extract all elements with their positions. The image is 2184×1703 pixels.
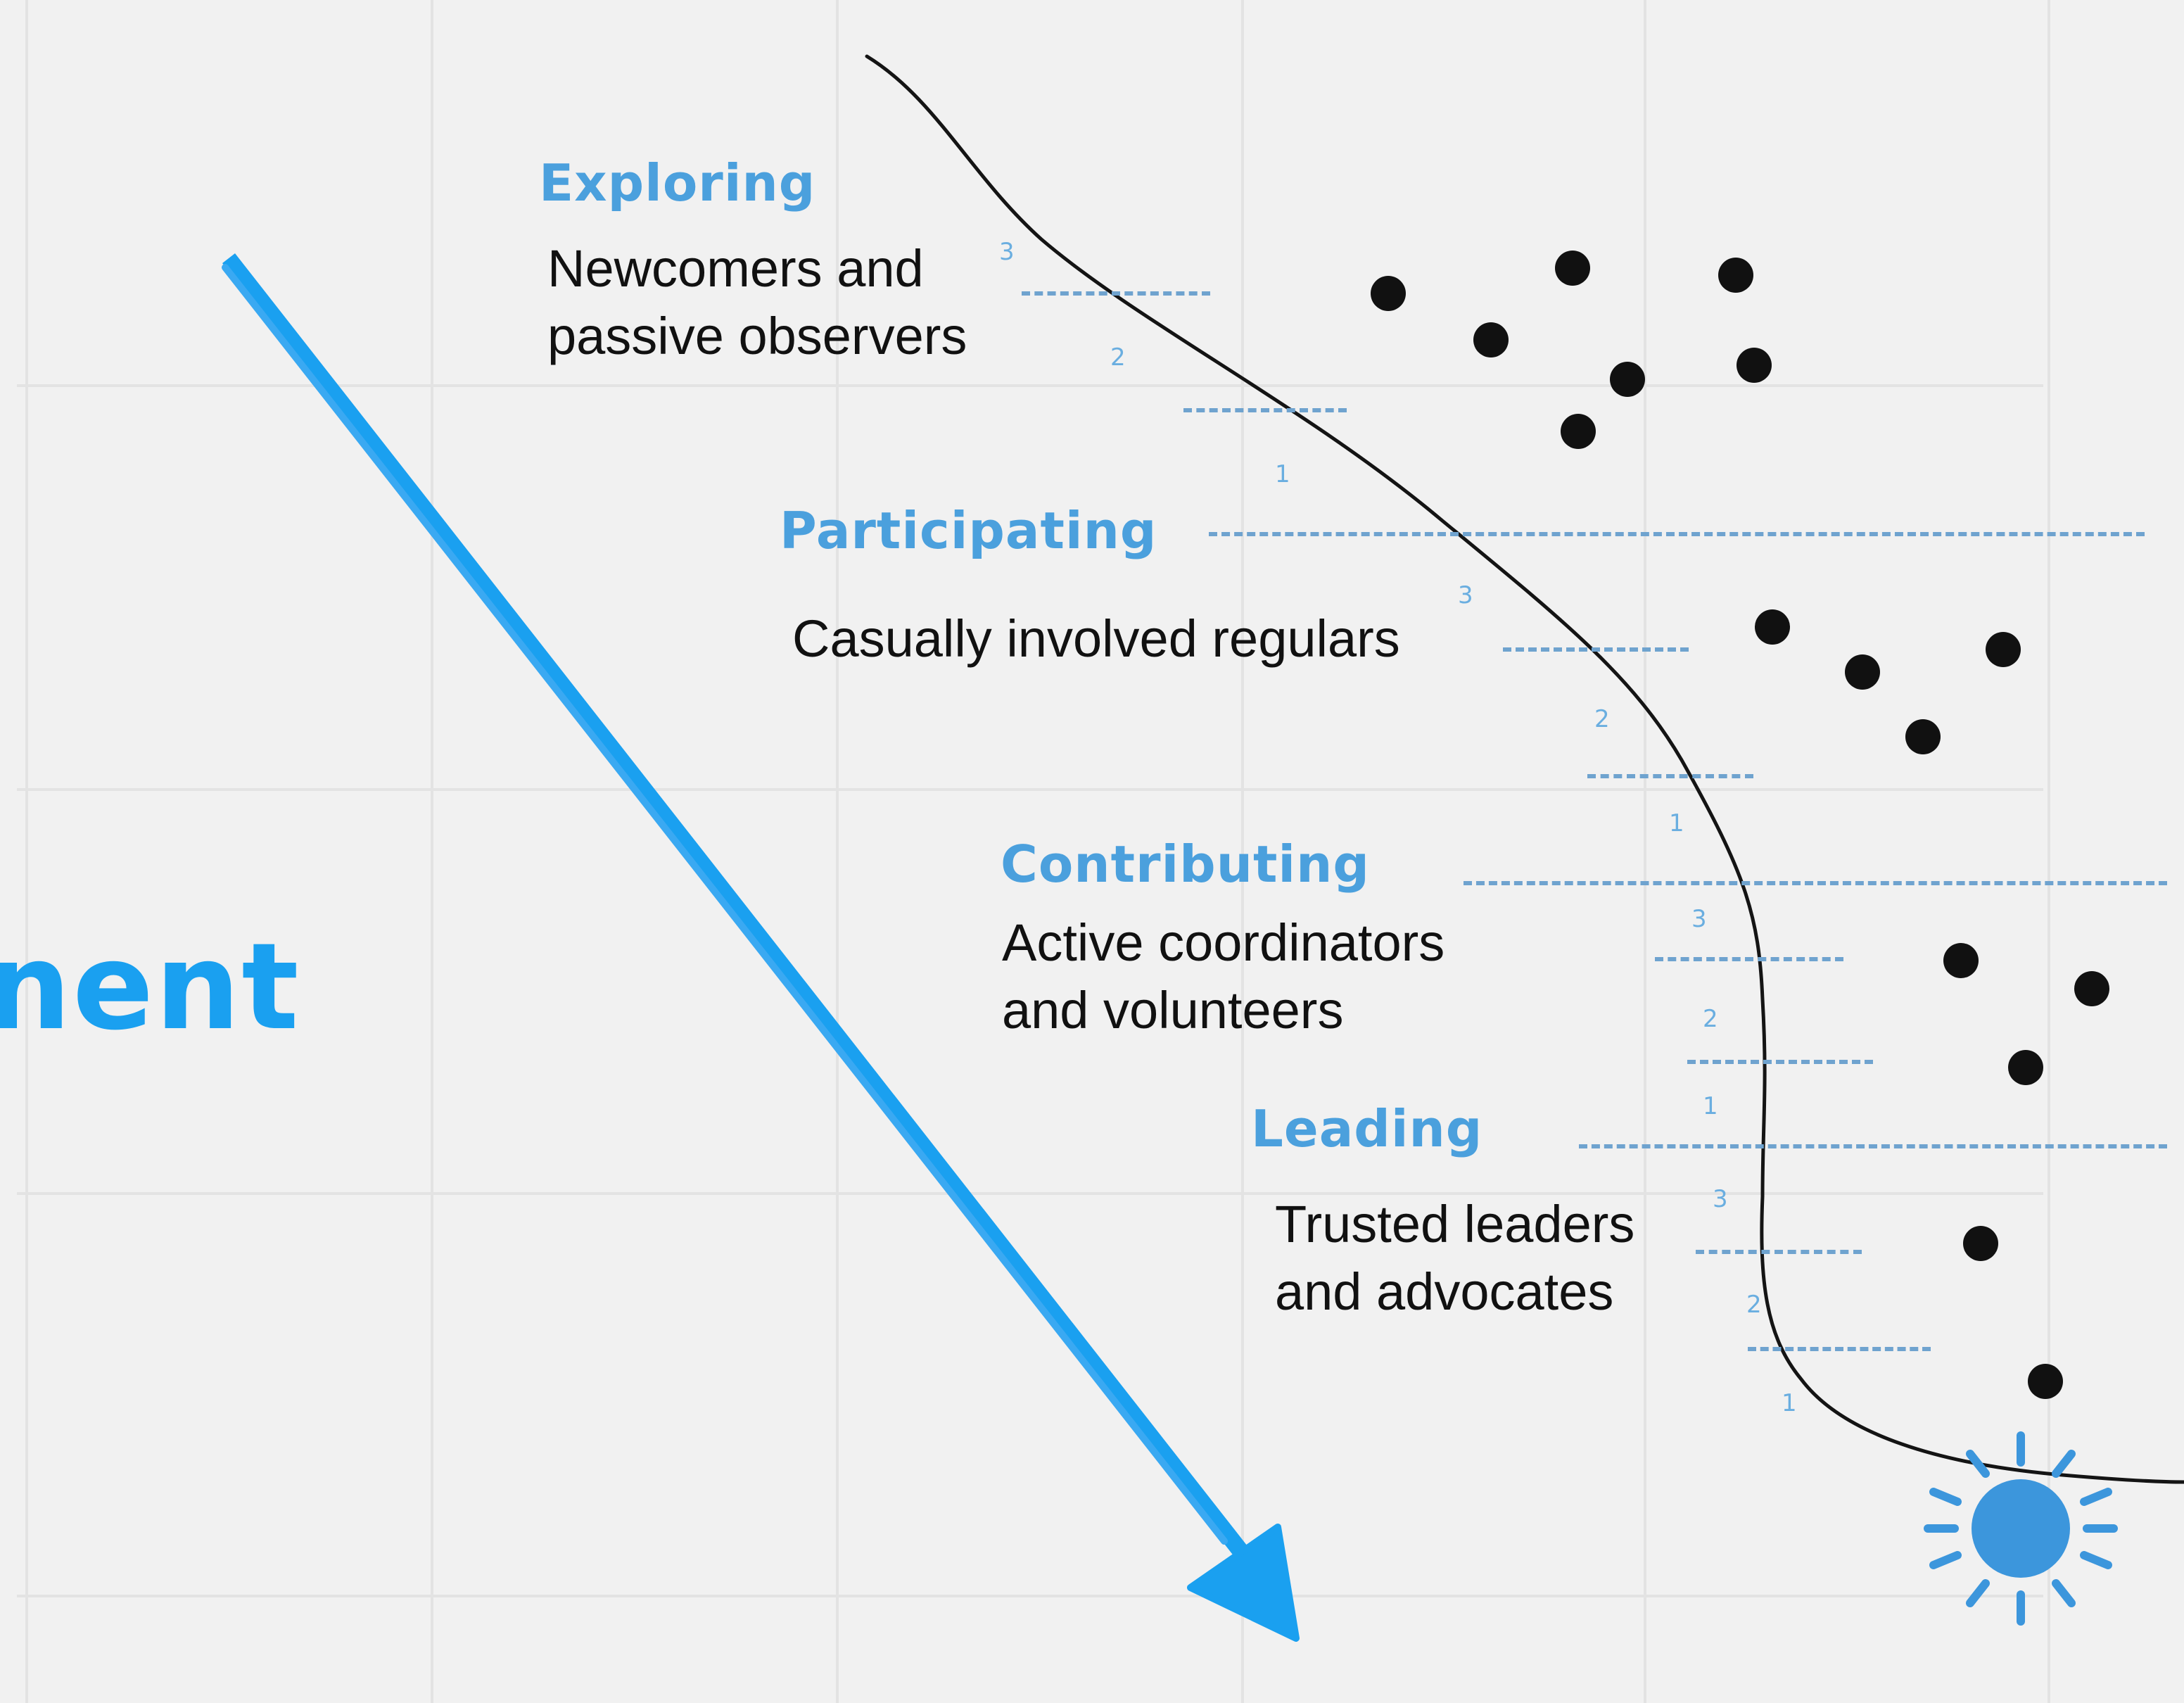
level-number: 2 <box>1110 343 1126 372</box>
level-number: 1 <box>1703 1092 1718 1120</box>
level-number: 2 <box>1746 1291 1762 1319</box>
person-dot <box>1561 414 1596 449</box>
person-dot <box>2028 1364 2063 1399</box>
person-dot <box>1845 654 1880 690</box>
person-dot <box>1986 632 2021 667</box>
person-dot <box>1943 943 1979 978</box>
level-number: 3 <box>1458 581 1473 609</box>
level-number: 2 <box>1594 705 1610 733</box>
person-dot <box>1963 1226 1998 1261</box>
level-number: 1 <box>1782 1389 1797 1417</box>
level-divider <box>1687 1060 1873 1064</box>
stage-desc-line: and volunteers <box>1002 981 1344 1039</box>
stage-title-exploring: Exploring <box>539 153 816 213</box>
stage-separator-contributing <box>1464 881 2167 885</box>
person-dot <box>1473 322 1509 357</box>
grid-line-horizontal <box>17 1595 2043 1597</box>
person-dot <box>1737 348 1772 383</box>
stage-desc-line: and advocates <box>1275 1262 1614 1321</box>
level-number: 3 <box>1691 905 1707 933</box>
stage-desc-line: Active coordinators <box>1002 913 1445 972</box>
grid-line-vertical <box>2048 0 2050 1703</box>
level-divider <box>1655 957 1843 961</box>
heading-fragment: nent <box>0 918 300 1057</box>
level-number: 3 <box>999 238 1015 266</box>
stage-desc-participating: Casually involved regulars <box>792 605 1400 673</box>
stage-desc-line: passive observers <box>547 307 967 365</box>
person-dot <box>2008 1050 2043 1085</box>
level-number: 3 <box>1713 1185 1728 1213</box>
level-number: 2 <box>1703 1005 1718 1033</box>
stage-title-participating: Participating <box>780 501 1157 560</box>
stage-desc-contributing: Active coordinators and volunteers <box>1002 909 1445 1044</box>
stage-separator-leading <box>1579 1144 2167 1148</box>
level-divider <box>1183 408 1347 412</box>
engagement-boundary-curve <box>865 54 2184 1484</box>
sun-icon <box>1924 1431 2118 1626</box>
stage-separator-participating <box>1209 532 2145 536</box>
grid-line-horizontal <box>17 1192 2043 1195</box>
person-dot <box>1718 258 1753 293</box>
grid-line-vertical <box>1644 0 1646 1703</box>
person-dot <box>1755 609 1790 645</box>
stage-title-contributing: Contributing <box>1001 835 1370 894</box>
level-number: 1 <box>1275 460 1290 488</box>
stage-title-leading: Leading <box>1251 1099 1483 1158</box>
stage-desc-line: Newcomers and <box>547 239 924 298</box>
stage-desc-leading: Trusted leaders and advocates <box>1275 1191 1634 1326</box>
grid-line-vertical <box>25 0 28 1703</box>
person-dot <box>1555 251 1590 286</box>
grid-line-vertical <box>836 0 839 1703</box>
grid-line-vertical <box>431 0 433 1703</box>
level-divider <box>1587 774 1753 778</box>
arrow-down-right-icon <box>222 253 1300 1642</box>
person-dot <box>2074 971 2109 1006</box>
person-dot <box>1371 276 1406 311</box>
stage-desc-line: Trusted leaders <box>1275 1195 1635 1253</box>
stage-desc-exploring: Newcomers and passive observers <box>547 235 967 370</box>
grid-line-horizontal <box>17 788 2043 791</box>
level-divider <box>1503 647 1689 652</box>
level-divider <box>1022 291 1210 296</box>
grid-line-horizontal <box>17 384 2043 387</box>
level-divider <box>1696 1250 1862 1254</box>
grid-line-vertical <box>1241 0 1244 1703</box>
stage-desc-line: Casually involved regulars <box>792 609 1400 668</box>
person-dot <box>1905 719 1941 754</box>
person-dot <box>1610 362 1645 397</box>
level-divider <box>1748 1347 1931 1351</box>
level-number: 1 <box>1669 809 1684 837</box>
